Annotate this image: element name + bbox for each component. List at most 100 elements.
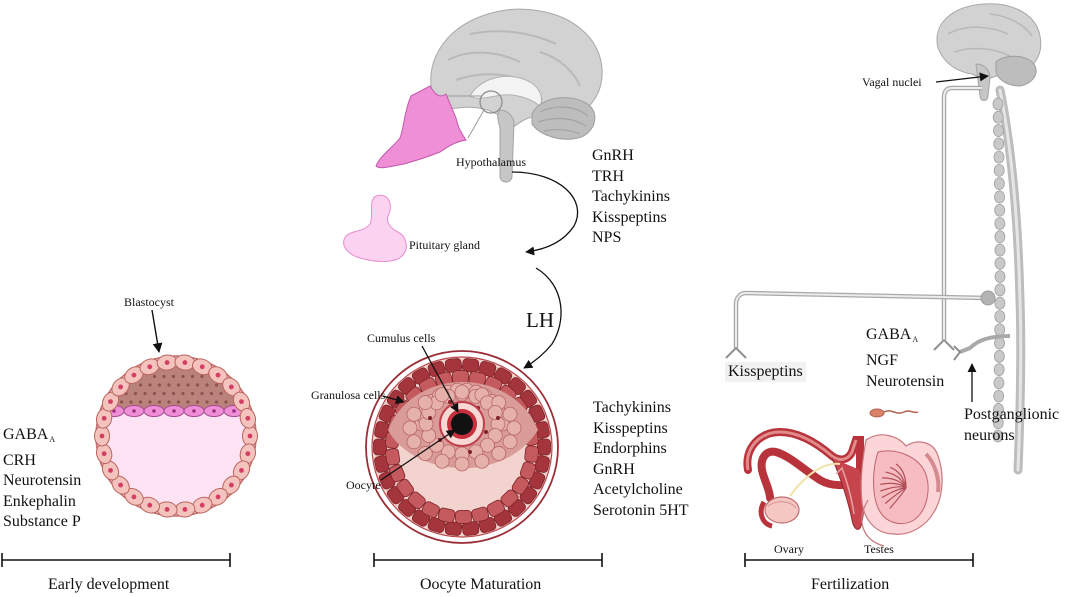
scale-bar-fertilization xyxy=(744,553,974,567)
granulosa-cell xyxy=(444,521,463,536)
cumulus-arrow xyxy=(421,345,459,413)
chain-ganglion xyxy=(994,323,1006,337)
chain-ganglion xyxy=(994,296,1006,310)
blastocyst-icon xyxy=(94,354,258,518)
cumulus-cell xyxy=(402,420,418,436)
vagal-arrow xyxy=(935,72,989,83)
icm-cell-nucleus xyxy=(205,383,209,387)
cell-nucleus xyxy=(215,494,221,500)
icm-cell-nucleus xyxy=(176,400,181,404)
cell-nucleus xyxy=(215,372,221,378)
fertilization-factor-gaba: GABAA xyxy=(866,326,919,344)
granulosa-cell xyxy=(500,489,519,508)
chain-ganglion xyxy=(994,190,1005,204)
icm-cell-nucleus xyxy=(119,400,124,404)
cumulus-cell xyxy=(454,384,470,400)
cumulus-cell xyxy=(417,446,433,461)
cell-nucleus xyxy=(182,507,188,512)
follicle-factor: Serotonin 5HT xyxy=(593,501,689,519)
icm-cell-nucleus xyxy=(205,400,209,404)
cell-nucleus xyxy=(212,409,216,413)
cell-nucleus xyxy=(99,433,105,439)
pituitary-label: Pituitary gland xyxy=(409,238,480,252)
cumulus-cell xyxy=(406,406,422,422)
granulosa-cell xyxy=(519,461,537,480)
icm-cell-nucleus xyxy=(181,374,185,379)
sperm-icon xyxy=(869,408,919,418)
chain-ganglion xyxy=(994,270,1006,284)
follicle-factor: Tachykinins xyxy=(593,399,671,416)
scale-bar-oocyte xyxy=(373,553,603,567)
cell-nucleus xyxy=(164,507,170,512)
chain-ganglion xyxy=(993,177,1005,191)
gaba-terminal-lower-icon xyxy=(953,345,962,361)
cell-nucleus xyxy=(182,360,188,365)
blastocyst-label: Blastocyst xyxy=(124,295,174,309)
caption-oocyte-maturation: Oocyte Maturation xyxy=(420,576,542,593)
scale-bar-early xyxy=(1,553,231,567)
vagal-nerve-path xyxy=(941,85,982,340)
hypothalamic-factor: Kisspeptins xyxy=(592,208,667,226)
chain-ganglion xyxy=(992,429,1004,443)
chain-ganglion xyxy=(993,389,1005,403)
granulosa-cell xyxy=(373,438,387,456)
granulosa-cell xyxy=(471,506,490,523)
cumulus-cell xyxy=(502,434,518,450)
icm-cell-nucleus xyxy=(209,391,214,396)
early-factor: Enkephalin xyxy=(3,492,76,510)
ovary-label: Ovary xyxy=(774,542,804,556)
icm-cell-nucleus xyxy=(195,400,200,404)
cell-nucleus xyxy=(228,384,234,390)
granulosa-cell xyxy=(511,476,530,495)
caption-fertilization: Fertilization xyxy=(811,576,890,593)
hypothalamus-to-pituitary-arrow xyxy=(511,171,579,256)
chain-ganglion xyxy=(993,163,1005,177)
icm-cell-nucleus xyxy=(167,400,171,404)
cell-nucleus xyxy=(118,384,124,390)
granulosa-cell xyxy=(452,370,469,384)
hypothalamic-factor: NPS xyxy=(592,229,622,246)
cell-nucleus xyxy=(199,364,205,370)
icm-cell-nucleus xyxy=(171,391,176,396)
cell-nucleus xyxy=(172,409,176,413)
icm-cell-nucleus xyxy=(190,391,195,396)
cumulus-label: Cumulus cells xyxy=(367,331,436,345)
chain-ganglion xyxy=(994,217,1006,230)
cell-nucleus xyxy=(118,482,124,488)
granulosa-arrow xyxy=(382,395,405,405)
cell-nucleus xyxy=(232,409,236,413)
fertilization-factor: NGF xyxy=(866,352,899,369)
follicle-factor: Acetylcholine xyxy=(593,481,683,498)
cell-nucleus xyxy=(147,502,153,508)
ganglion-icon xyxy=(980,290,996,306)
ovary-icon xyxy=(758,496,800,529)
follicle-icon xyxy=(365,350,559,544)
cell-nucleus xyxy=(245,451,251,457)
early-factor: CRH xyxy=(3,451,36,469)
chain-ganglion xyxy=(993,363,1005,377)
testis-icon xyxy=(860,434,943,547)
cell-nucleus xyxy=(496,416,500,420)
granulosa-cell xyxy=(396,478,414,498)
follicle-factor: GnRH xyxy=(593,460,635,478)
early-factor: Neurotensin xyxy=(3,472,82,489)
early-factor-gaba: GABAA xyxy=(3,426,56,444)
oocyte-arrow xyxy=(380,429,456,481)
icm-cell-nucleus xyxy=(152,391,157,396)
icm-cell-nucleus xyxy=(143,391,147,396)
pituitary-gland-icon xyxy=(343,194,407,262)
cell-nucleus xyxy=(245,415,251,421)
cell-nucleus xyxy=(152,409,156,413)
cell-nucleus xyxy=(101,451,107,457)
icm-cell-nucleus xyxy=(186,383,190,387)
oocyte-label: Oocyte xyxy=(346,478,381,492)
cumulus-cell xyxy=(480,437,495,453)
chain-ganglion xyxy=(994,230,1006,244)
icm-cell-nucleus xyxy=(181,391,185,396)
chain-ganglion xyxy=(993,349,1005,363)
cumulus-cell xyxy=(406,434,422,450)
chain-ganglion xyxy=(993,376,1005,390)
cell-nucleus xyxy=(147,364,153,370)
granulosa-cell xyxy=(524,445,539,463)
